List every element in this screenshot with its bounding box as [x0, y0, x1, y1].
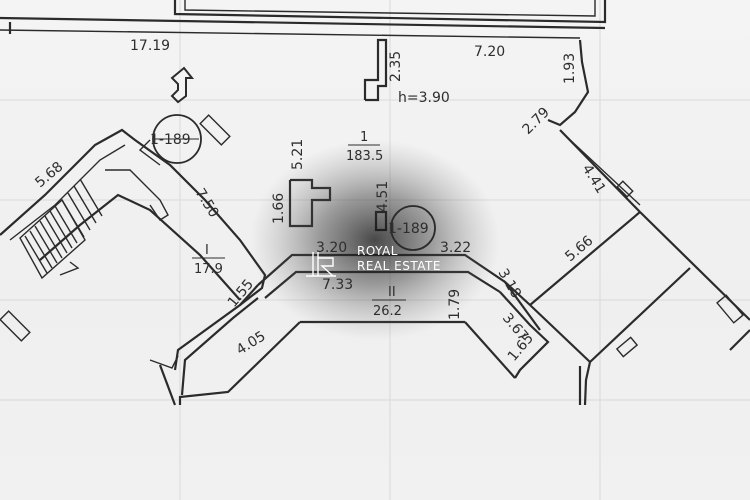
- room-id-center-marker: [390, 205, 436, 251]
- dim-right-room-width: 5.66: [562, 233, 596, 265]
- area-left-room: 17.9: [194, 262, 223, 277]
- stair-treads: [24, 178, 103, 274]
- dim-bottom-left-diag: 1.55: [225, 276, 257, 310]
- watermark-logo-icon: [306, 252, 336, 277]
- dim-niche-depth: 2.35: [388, 51, 404, 82]
- room-id-left: 1-189: [150, 132, 191, 148]
- dim-corridor-mid: 7.33: [322, 277, 353, 293]
- dim-bottom-right-b: 1.65: [505, 330, 537, 364]
- dim-vertical-mid: 4.51: [375, 181, 391, 212]
- arrow-marker-shape: [170, 66, 195, 104]
- top-niche: [363, 38, 388, 102]
- dim-left-diag: 5.68: [32, 159, 66, 191]
- dim-column-width: 1.66: [271, 193, 287, 224]
- stair-block: [0, 114, 267, 342]
- dim-height-label: h=3.90: [398, 90, 450, 106]
- dim-vertical-small: 1.79: [447, 289, 463, 320]
- area-main-hall: 183.5: [346, 149, 383, 164]
- area-corridor: 26.2: [373, 304, 402, 319]
- area-marker-left-room: I: [205, 243, 209, 258]
- dim-bottom-left-long: 4.05: [234, 328, 269, 358]
- area-marker-corridor: II: [388, 285, 396, 300]
- watermark-line1: ROYAL: [357, 244, 398, 258]
- room-id-left-marker: [152, 114, 202, 164]
- dim-top-left-length: 17.19: [130, 38, 170, 54]
- dim-corridor-right: 3.22: [440, 240, 471, 256]
- dim-room-width: 5.21: [290, 139, 306, 170]
- watermark-line2: REAL ESTATE: [357, 259, 441, 273]
- room-id-center: 1-189: [388, 221, 429, 237]
- dim-right-diag: 2.79: [520, 104, 553, 137]
- watermark: ROYAL REAL ESTATE: [306, 244, 441, 277]
- dim-top-right-length: 7.20: [474, 44, 505, 60]
- top-wall: [0, 0, 607, 39]
- dim-corridor-left: 3.20: [316, 240, 347, 256]
- photo-shadow: [250, 140, 500, 340]
- area-marker-main-hall: 1: [360, 130, 368, 145]
- dim-right-wing-diag: 4.41: [579, 162, 609, 197]
- right-walls: [529, 39, 750, 406]
- dim-right-small: 1.93: [562, 53, 578, 84]
